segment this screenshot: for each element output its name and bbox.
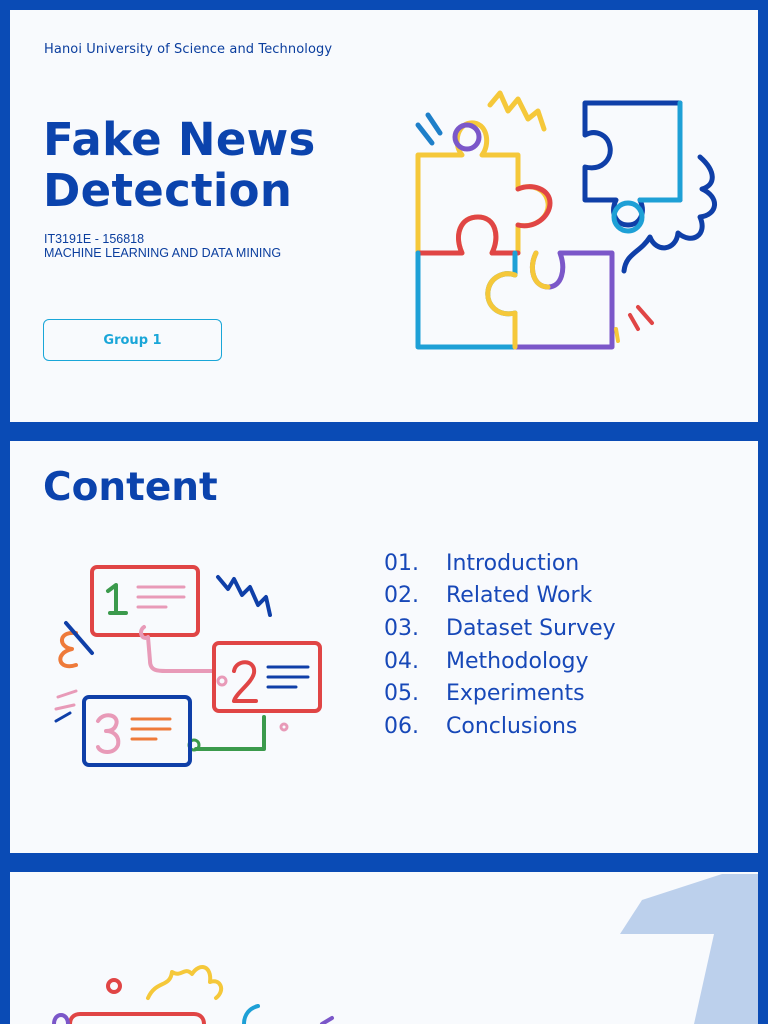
toc-number: 02.: [384, 583, 419, 609]
toc-item-related-work[interactable]: 02. Related Work: [384, 580, 616, 613]
course-code: IT3191E - 156818: [44, 232, 145, 246]
toc-item-introduction[interactable]: 01. Introduction: [384, 547, 616, 580]
course-info: IT3191E - 156818 MACHINE LEARNING AND DA…: [44, 232, 281, 260]
slide-section-one: [10, 872, 758, 1024]
title-line-2: Detection: [43, 164, 293, 217]
toc-label: Conclusions: [446, 713, 578, 739]
slide-content: Content 01. Introduction: [10, 441, 758, 853]
toc-item-methodology[interactable]: 04. Methodology: [384, 645, 616, 678]
toc-label: Methodology: [446, 648, 589, 674]
toc-item-conclusions[interactable]: 06. Conclusions: [384, 710, 616, 743]
university-name: Hanoi University of Science and Technolo…: [44, 42, 333, 57]
table-of-contents: 01. Introduction 02. Related Work 03. Da…: [384, 547, 616, 743]
toc-label: Dataset Survey: [446, 615, 616, 641]
numeral-one-icon: [620, 874, 758, 1024]
group-button[interactable]: Group 1: [43, 319, 222, 361]
toc-label: Introduction: [446, 550, 580, 576]
toc-label: Related Work: [446, 583, 593, 609]
numbered-cards-icon: [54, 565, 322, 767]
slide-title: Hanoi University of Science and Technolo…: [10, 10, 758, 422]
toc-number: 01.: [384, 550, 419, 576]
title-line-1: Fake News: [43, 113, 316, 166]
doodle-icon: [52, 965, 334, 1024]
toc-label: Experiments: [446, 681, 585, 707]
puzzle-pieces-icon: [415, 90, 717, 350]
toc-item-experiments[interactable]: 05. Experiments: [384, 677, 616, 710]
toc-item-dataset-survey[interactable]: 03. Dataset Survey: [384, 612, 616, 645]
toc-number: 03.: [384, 615, 419, 641]
presentation-title: Fake News Detection: [43, 114, 316, 216]
course-name: MACHINE LEARNING AND DATA MINING: [44, 246, 282, 260]
toc-number: 06.: [384, 713, 419, 739]
toc-number: 05.: [384, 681, 419, 707]
toc-number: 04.: [384, 648, 419, 674]
content-heading: Content: [43, 465, 218, 510]
